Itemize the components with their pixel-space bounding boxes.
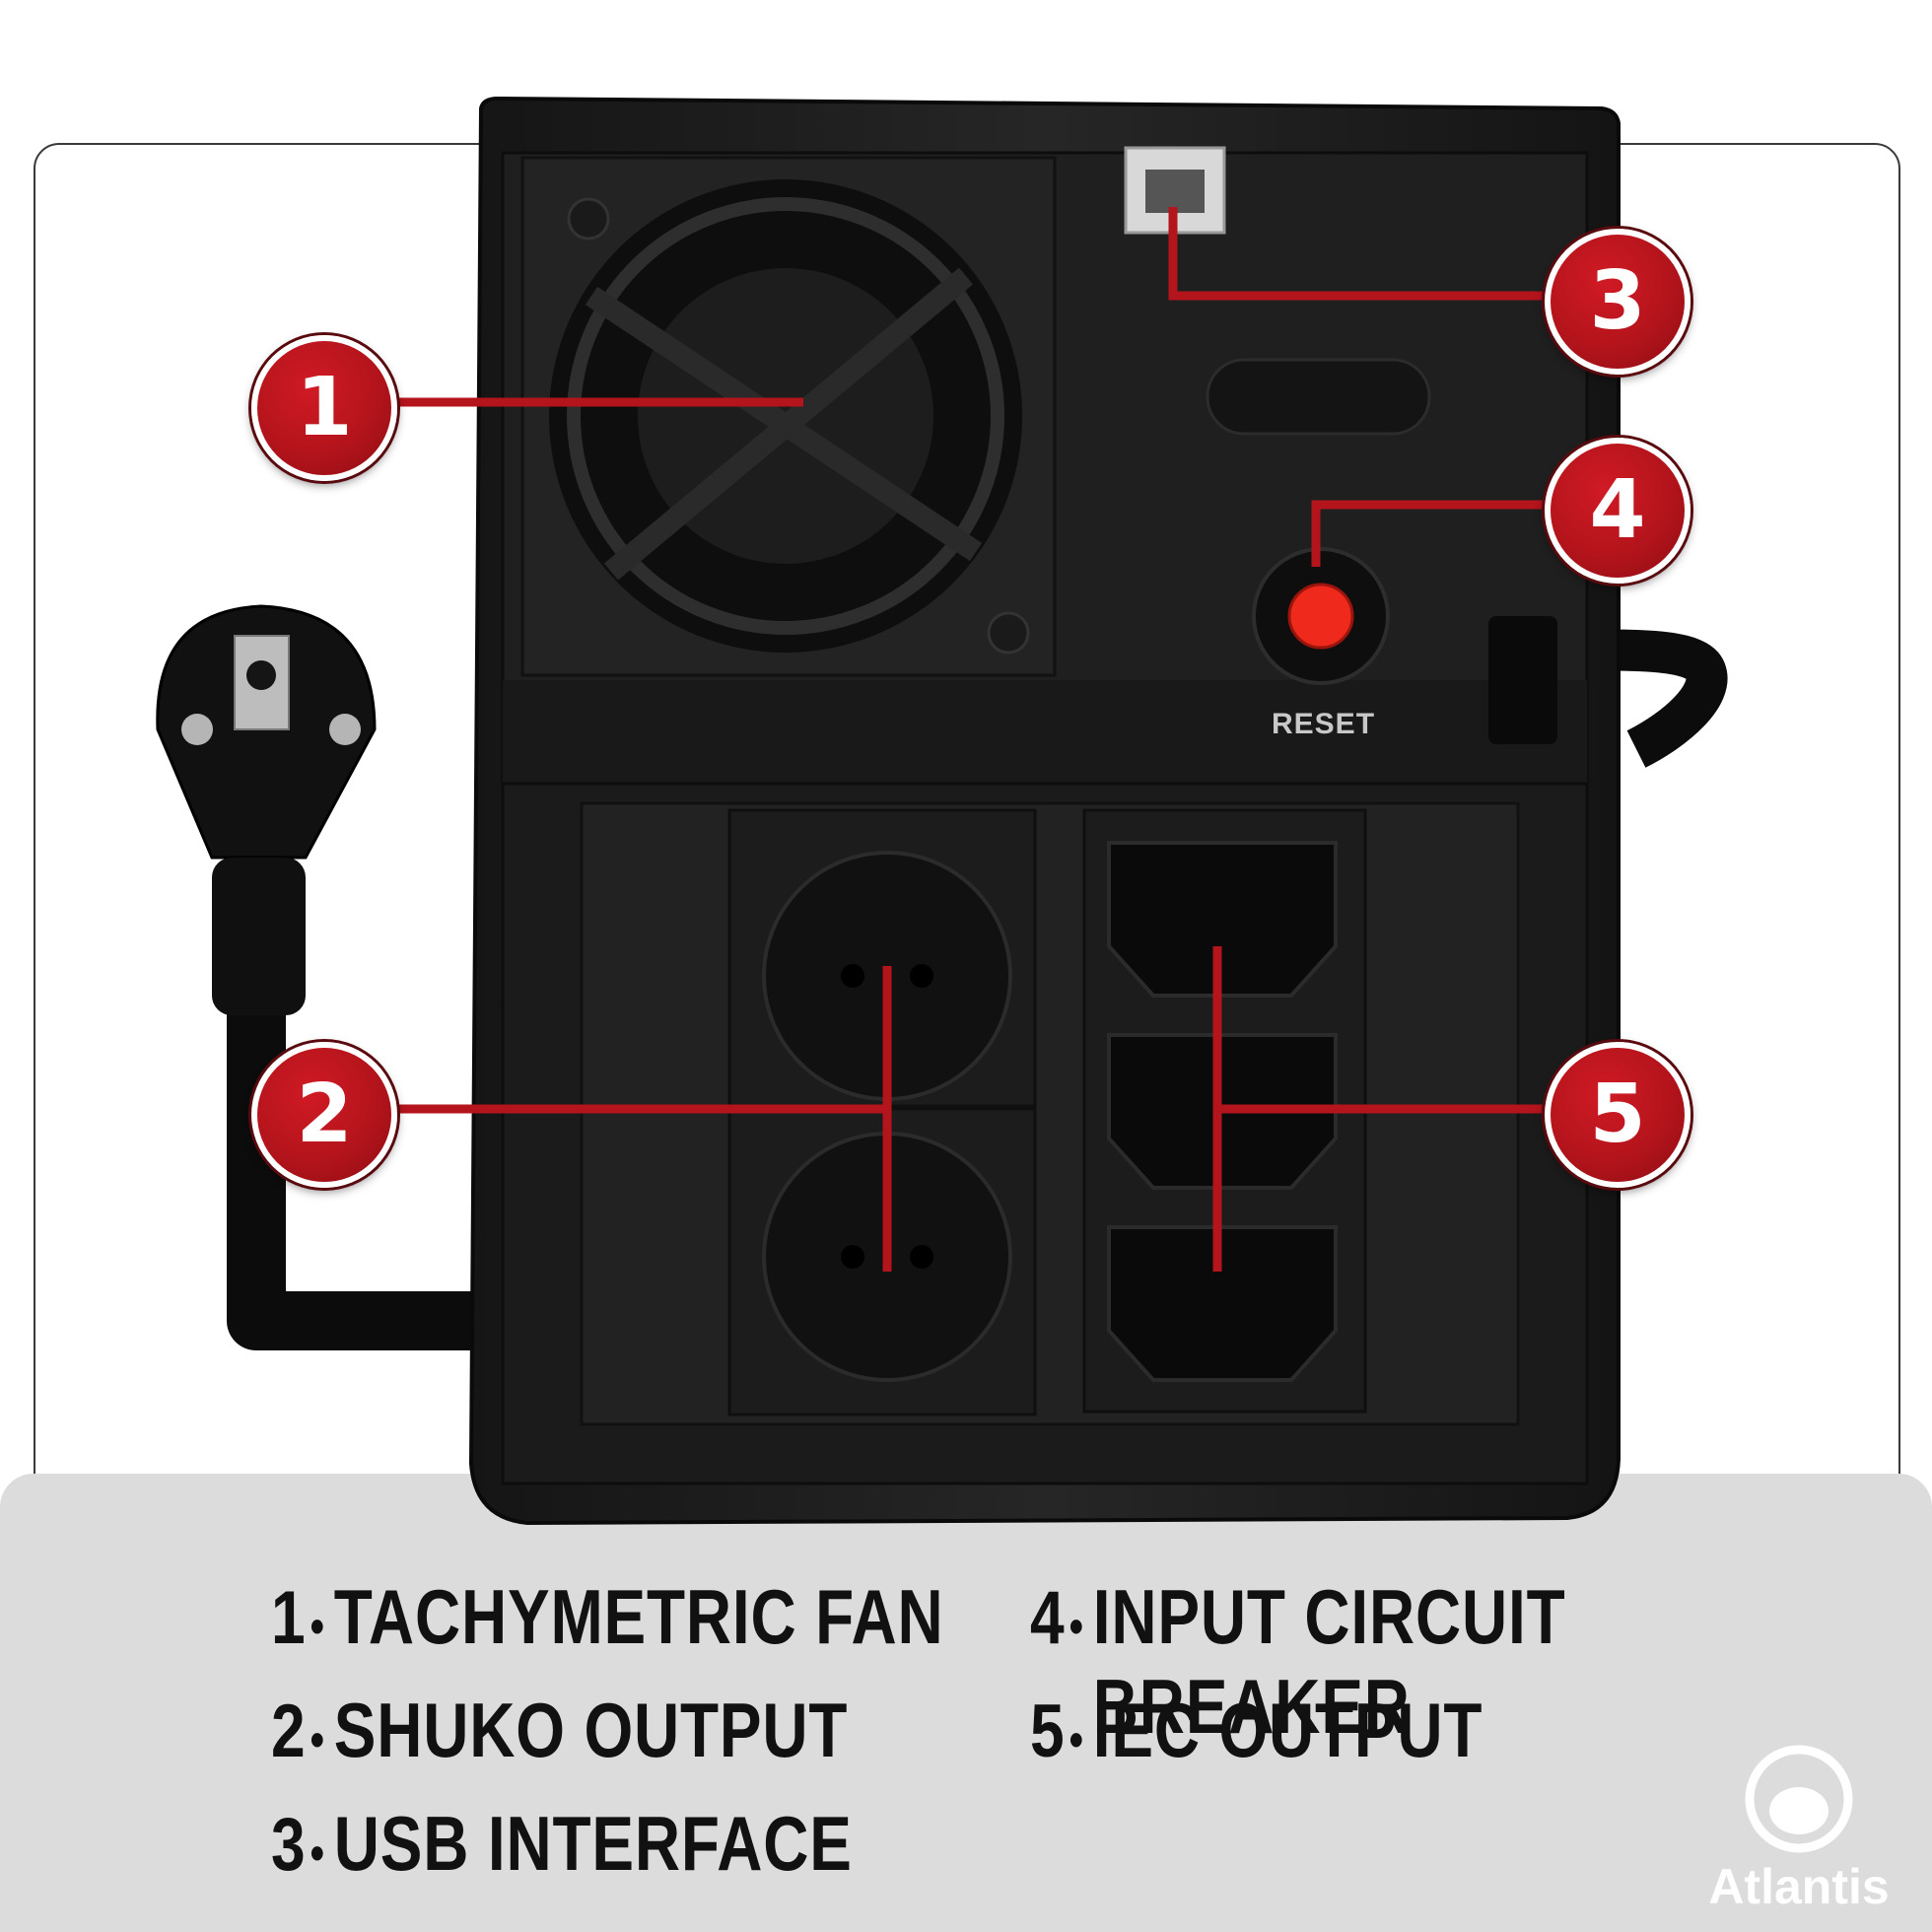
legend-number: 5 xyxy=(1030,1690,1065,1773)
legend-label: IEC OUTPUT xyxy=(1092,1687,1484,1773)
callout-5: 5 xyxy=(1545,1042,1690,1188)
leader-line-3 xyxy=(1168,207,1552,301)
callout-2: 2 xyxy=(251,1042,397,1188)
legend-bullet: • xyxy=(310,1712,324,1767)
legend-item-4: 4 • INPUT CIRCUIT BREAKER xyxy=(1030,1572,1769,1752)
legend-number: 4 xyxy=(1030,1576,1065,1660)
legend-panel xyxy=(0,1474,1932,1932)
callout-4: 4 xyxy=(1545,438,1690,584)
label-recess xyxy=(1206,358,1431,436)
legend-label: USB INTERFACE xyxy=(333,1800,853,1887)
circuit-breaker xyxy=(1252,547,1390,685)
atlantis-logo: Atlantis xyxy=(1695,1740,1902,1922)
legend-item-3: 3 • USB INTERFACE xyxy=(271,1799,853,1889)
callout-leader-lines xyxy=(384,207,1552,1272)
atlantis-logo-mark xyxy=(1745,1745,1853,1853)
fan-grille xyxy=(520,156,1057,677)
legend-item-1: 1 • TACHYMETRIC FAN xyxy=(271,1572,943,1662)
reset-label: RESET xyxy=(1272,708,1376,740)
leader-line-4 xyxy=(1311,500,1552,567)
legend-label: SHUKO OUTPUT xyxy=(333,1687,849,1773)
ups-rear-view xyxy=(156,96,1728,1526)
leader-line-2 xyxy=(384,966,892,1272)
legend-number: 2 xyxy=(271,1690,306,1773)
leader-line-5 xyxy=(1212,946,1552,1272)
legend-bullet: • xyxy=(1069,1712,1083,1767)
legend-label: INPUT CIRCUIT BREAKER xyxy=(1092,1573,1566,1750)
legend-number: 1 xyxy=(271,1576,306,1660)
callout-3: 3 xyxy=(1545,229,1690,375)
legend-item-5: 5 • IEC OUTPUT xyxy=(1030,1686,1483,1775)
legend-item-2: 2 • SHUKO OUTPUT xyxy=(271,1686,848,1775)
legend-label: TACHYMETRIC FAN xyxy=(333,1573,944,1660)
legend-bullet: • xyxy=(1069,1599,1083,1654)
legend-number: 3 xyxy=(271,1803,306,1887)
brand-name: Atlantis xyxy=(1708,1859,1890,1914)
input-cable-socket xyxy=(1488,616,1557,744)
schuko-plug xyxy=(156,604,377,1015)
callout-1: 1 xyxy=(251,335,397,481)
legend-bullet: • xyxy=(310,1826,324,1881)
legend-bullet: • xyxy=(310,1599,324,1654)
